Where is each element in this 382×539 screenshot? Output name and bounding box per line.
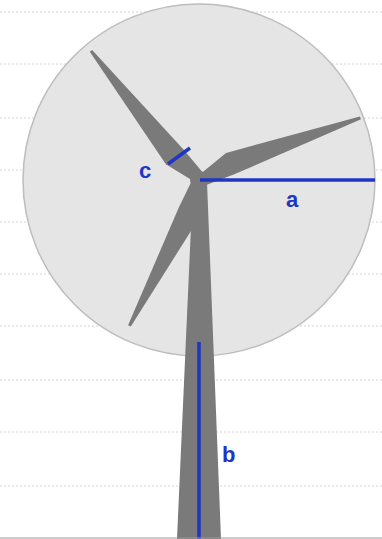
dimension-label: b (222, 444, 235, 466)
height-line (197, 342, 201, 539)
ground-line (0, 538, 382, 539)
radius-line (200, 178, 375, 182)
blades (79, 46, 363, 333)
chord-line (168, 148, 190, 164)
blade (79, 46, 203, 187)
blade (123, 181, 213, 333)
dimension-label: a (286, 189, 298, 211)
dimension-lines (168, 148, 375, 539)
blade (198, 103, 363, 185)
dimension-label: c (139, 160, 151, 182)
